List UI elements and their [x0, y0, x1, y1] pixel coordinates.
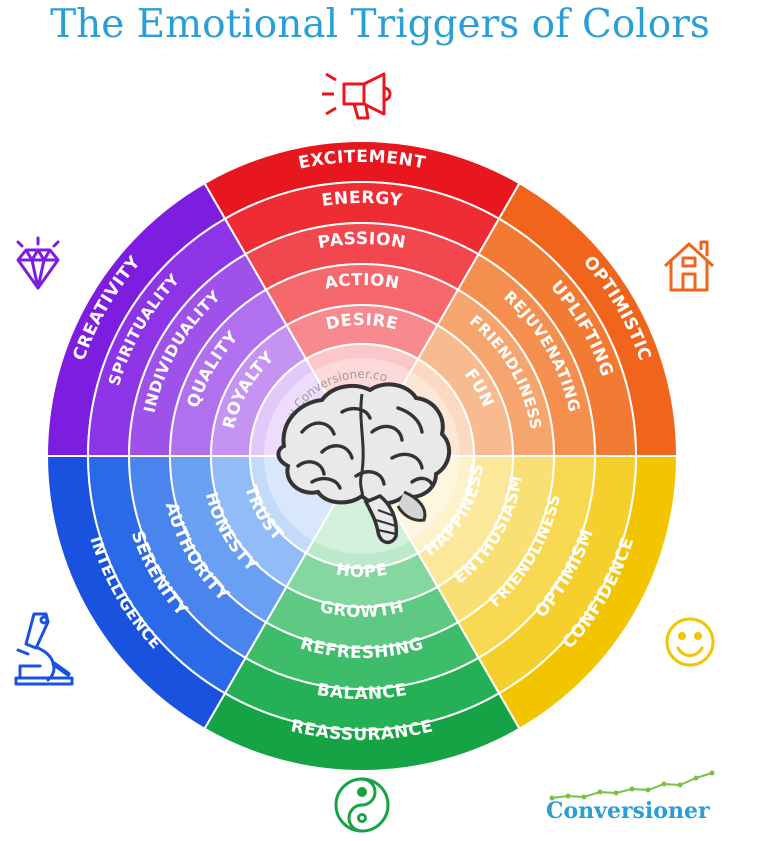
house-icon: [663, 240, 715, 292]
diamond-icon: [16, 236, 60, 290]
emotion-label-red-5: DESIRE: [324, 310, 400, 334]
brand-growth-line: [549, 770, 715, 801]
emotion-label-red-4: ACTION: [323, 270, 401, 293]
emotion-label-red-2: ENERGY: [320, 188, 403, 211]
yin-yang-icon: [334, 777, 390, 833]
page-title: The Emotional Triggers of Colors: [50, 2, 710, 47]
brain-icon: [276, 382, 452, 545]
megaphone-icon: [322, 72, 392, 120]
brand-logo-text: Conversioner: [546, 798, 710, 824]
smiley-icon: [665, 617, 715, 667]
microscope-icon: [14, 612, 74, 686]
emotion-label-green-5: HOPE: [335, 559, 389, 581]
